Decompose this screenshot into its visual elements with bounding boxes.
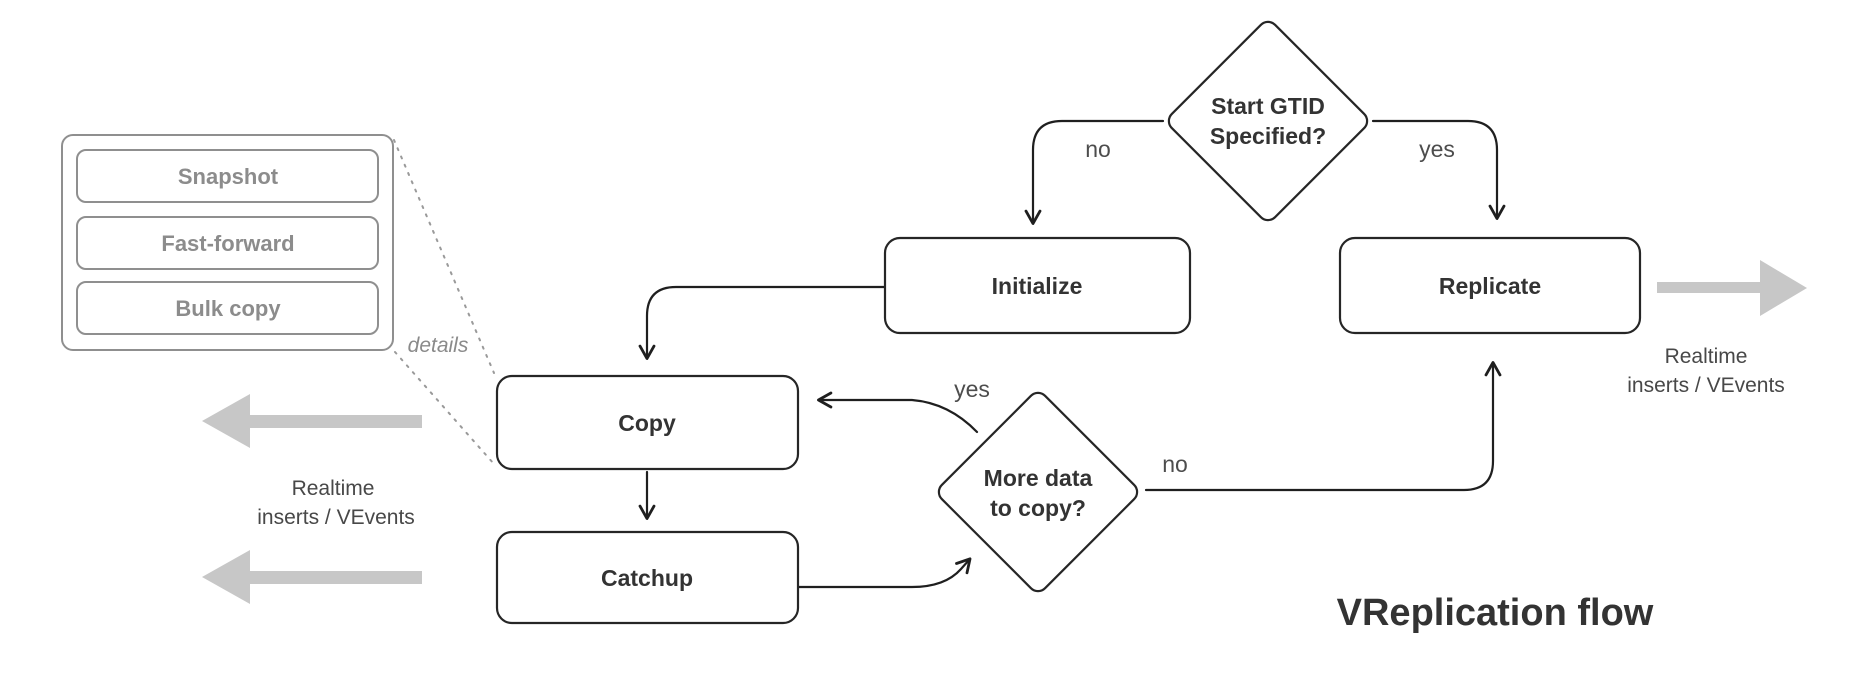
right-stream-label-line2: inserts / VEvents [1627,374,1785,397]
start-gtid-label-line2: Specified? [1210,123,1326,149]
details-item-bulk-copy [76,281,379,335]
node-start-gtid-diamond: Start GTID Specified? [1167,20,1369,222]
initialize-label: Initialize [992,273,1083,299]
start-gtid-diamond-shape [1167,20,1369,222]
replicate-label: Replicate [1439,273,1541,299]
diagram-title: VReplication flow [1337,592,1654,634]
edge-moredata-no-to-replicate [1144,361,1502,492]
more-data-diamond-shape [937,391,1139,593]
catchup-label: Catchup [601,565,693,591]
details-item-snapshot-label: Snapshot [178,164,279,189]
edge-moredata-yes-to-copy [817,391,979,434]
right-bulk-arrow-icon [1657,260,1807,316]
edge-label-yes-top: yes [1419,136,1455,162]
left-bulk-arrow-top-icon [202,394,422,448]
edge-label-no-loop: no [1162,451,1188,477]
catchup-box-shape [495,530,800,625]
node-copy: Copy [495,374,800,471]
replicate-box-shape [1338,236,1642,335]
copy-box-shape [495,374,800,471]
edge-label-no-top: no [1085,136,1111,162]
left-stream: Realtime inserts / VEvents [202,394,422,604]
edge-initialize-to-copy [638,285,887,360]
node-more-data-diamond: More data to copy? [937,391,1139,593]
left-stream-label-line2: inserts / VEvents [257,506,415,529]
right-stream: Realtime inserts / VEvents [1627,260,1807,397]
details-dotted-line-bottom [394,351,495,465]
edge-startgtid-no-to-initialize [1024,119,1165,225]
start-gtid-label-line1: Start GTID [1211,93,1325,119]
node-catchup: Catchup [495,530,800,625]
details-dotted-line-top [393,139,495,374]
node-initialize: Initialize [883,236,1192,335]
details-panel: Snapshot Fast-forward Bulk copy details [61,134,495,465]
right-stream-label-line1: Realtime [1665,345,1748,368]
left-bulk-arrow-bottom-icon [202,550,422,604]
copy-label: Copy [618,410,676,436]
edge-startgtid-yes-to-replicate [1371,119,1506,220]
edge-catchup-to-moredata [796,557,972,589]
details-item-fast-forward [76,216,379,270]
details-caption: details [408,334,469,357]
node-replicate: Replicate [1338,236,1642,335]
edge-label-yes-loop: yes [954,376,990,402]
initialize-box-shape [883,236,1192,335]
details-item-fast-forward-label: Fast-forward [161,231,294,256]
more-data-label-line2: to copy? [990,495,1086,521]
flow-edges [638,119,1506,589]
details-item-bulk-copy-label: Bulk copy [175,296,281,321]
details-item-snapshot [76,149,379,203]
more-data-label-line1: More data [984,465,1093,491]
left-stream-label-line1: Realtime [292,477,375,500]
